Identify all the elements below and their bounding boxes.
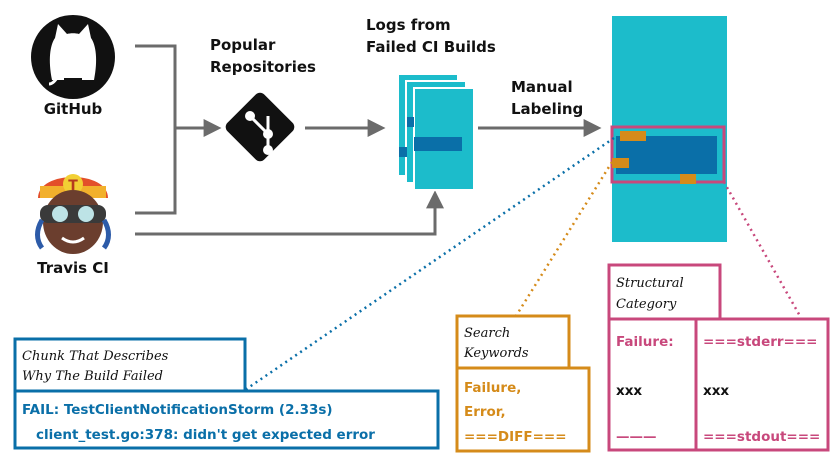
leader-chunk bbox=[244, 136, 615, 392]
github-label: GitHub bbox=[44, 100, 103, 118]
leader-keywords bbox=[514, 161, 614, 317]
logs-label: Logs from Failed CI Builds bbox=[366, 16, 496, 56]
structural-category-box: Structural Category Failure: xxx ——— ===… bbox=[607, 263, 830, 452]
chunk-text: FAIL: TestClientNotificationStorm (2.33s… bbox=[22, 402, 375, 443]
manual-labeling-label: Manual Labeling bbox=[511, 78, 583, 118]
travis-mascot-icon: T bbox=[35, 174, 111, 254]
github-icon bbox=[31, 15, 115, 99]
log-stack bbox=[397, 73, 475, 191]
keywords-title: Search Keywords bbox=[463, 326, 529, 361]
structural-right-col: ===stderr=== xxx ===stdout=== bbox=[703, 334, 822, 445]
leader-structural bbox=[722, 181, 802, 317]
source-connectors bbox=[135, 44, 444, 236]
keywords-values: Failure, Error, ===DIFF=== bbox=[464, 380, 567, 445]
structural-left-col: Failure: xxx ——— bbox=[616, 334, 678, 445]
chunk-title: Chunk That Describes Why The Build Faile… bbox=[22, 349, 173, 384]
chunk-box: Chunk That Describes Why The Build Faile… bbox=[13, 337, 440, 450]
search-keywords-box: Search Keywords Failure, Error, ===DIFF=… bbox=[455, 314, 591, 453]
labeled-log-document bbox=[610, 16, 727, 242]
travis-badge-text: T bbox=[68, 178, 78, 194]
structural-title: Structural Category bbox=[616, 276, 688, 312]
popular-repos-label: Popular Repositories bbox=[210, 36, 316, 76]
travis-label: Travis CI bbox=[37, 259, 109, 277]
git-diamond-icon bbox=[225, 92, 295, 162]
